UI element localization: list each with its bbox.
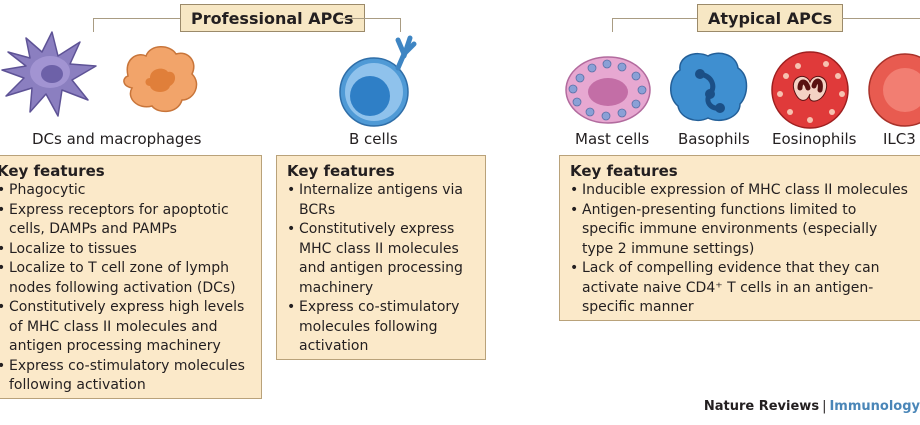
dcs-key-features-title: Key features	[0, 162, 105, 180]
mast-cells-label: Mast cells	[575, 130, 650, 148]
journal-credit: Nature Reviews|Immunology	[704, 399, 920, 414]
list-item: Express co-stimulatory molecules followi…	[0, 357, 253, 396]
professional-connector-drop-right	[400, 18, 401, 32]
dendritic-cell-icon	[1, 31, 97, 117]
atypical-apcs-header: Atypical APCs	[697, 4, 844, 32]
cell-illustrations	[1, 31, 920, 129]
list-item: Localize to tissues	[0, 240, 253, 260]
basophil-icon	[670, 52, 748, 122]
credit-separator: |	[822, 399, 827, 414]
ilc3-icon	[868, 53, 920, 127]
list-item: Antigen-presenting functions limited to …	[570, 201, 920, 260]
publisher-name: Nature Reviews	[703, 399, 820, 414]
atypical-key-features-title: Key features	[570, 162, 678, 180]
list-item: Localize to T cell zone of lymph nodes f…	[0, 259, 253, 298]
b-cell-icon	[339, 35, 417, 127]
b-cells-label: B cells	[349, 130, 398, 148]
atypical-key-features-list: Inducible expression of MHC class II mol…	[570, 181, 920, 318]
b-cells-key-features-title: Key features	[287, 162, 395, 180]
list-item: Express receptors for apoptotic cells, D…	[0, 201, 253, 240]
mast-cell-icon	[565, 56, 651, 124]
atypical-connector-drop-left	[612, 18, 613, 32]
eosinophils-label: Eosinophils	[772, 130, 857, 148]
basophils-label: Basophils	[678, 130, 750, 148]
list-item: Constitutively express MHC class II mole…	[287, 220, 477, 298]
professional-connector-drop-left	[93, 18, 94, 32]
list-item: Constitutively express high levels of MH…	[0, 298, 253, 357]
list-item: Internalize antigens via BCRs	[287, 181, 477, 220]
professional-connector-line-right	[340, 18, 400, 19]
list-item: Express co-stimulatory molecules followi…	[287, 298, 477, 357]
atypical-key-features-box: Key features Inducible expression of MHC…	[559, 155, 920, 321]
eosinophil-icon	[771, 51, 849, 129]
atypical-connector-line-right	[842, 18, 920, 19]
list-item: Lack of compelling evidence that they ca…	[570, 259, 920, 318]
dcs-key-features-list: Phagocytic Express receptors for apoptot…	[0, 181, 253, 396]
macrophage-icon	[123, 46, 198, 113]
dcs-macrophages-label: DCs and macrophages	[32, 130, 202, 148]
atypical-connector-line-left	[612, 18, 697, 19]
ilc3-label: ILC3	[883, 130, 916, 148]
dcs-key-features-box: Key features Phagocytic Express receptor…	[0, 155, 262, 399]
list-item: Inducible expression of MHC class II mol…	[570, 181, 920, 201]
professional-apcs-header: Professional APCs	[180, 4, 365, 32]
journal-name: Immunology	[829, 399, 920, 414]
professional-connector-line	[93, 18, 180, 19]
b-cells-key-features-box: Key features Internalize antigens via BC…	[276, 155, 486, 360]
b-cells-key-features-list: Internalize antigens via BCRs Constituti…	[287, 181, 477, 357]
list-item: Phagocytic	[0, 181, 253, 201]
